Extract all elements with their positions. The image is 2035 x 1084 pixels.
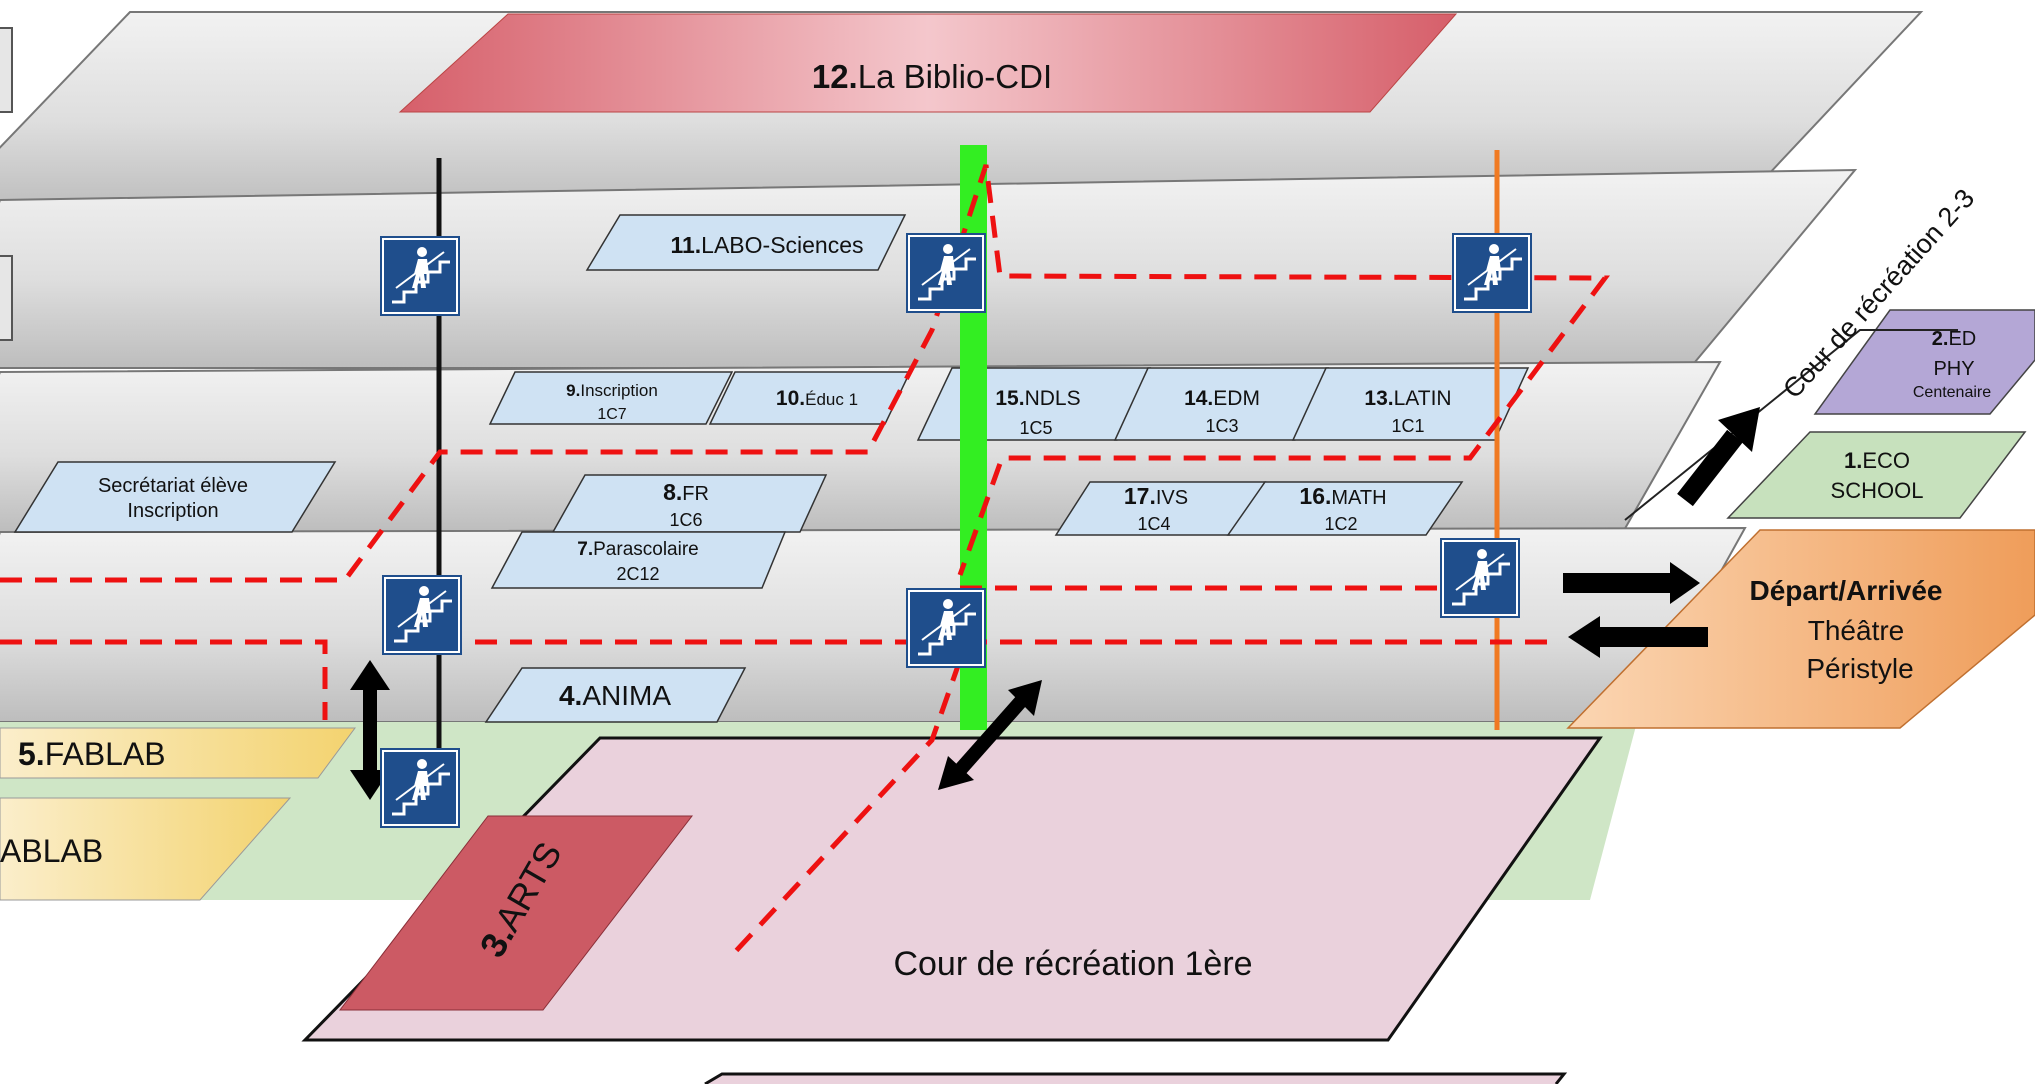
parascolaire-code: 2C12	[616, 564, 659, 584]
double-arrow-icon	[938, 680, 1042, 790]
fablab-lower-label: ABLAB	[0, 833, 103, 869]
ndls-label: 15.NDLS	[995, 387, 1080, 410]
depart-line3: Péristyle	[1806, 653, 1913, 684]
fablab-upper-label: 5.FABLAB	[18, 736, 166, 772]
stairs-person-icon	[904, 231, 988, 315]
secretariat-line2: Inscription	[127, 500, 218, 522]
arrow-up-right-icon	[1677, 407, 1760, 507]
labo-label: 11.LABO-Sciences	[670, 232, 863, 258]
room-ed-phy	[1813, 309, 2035, 415]
room-eco-school	[1726, 431, 2027, 519]
arrow-right-icon	[1563, 562, 1700, 604]
math-code: 1C2	[1324, 514, 1357, 534]
room-fr	[551, 474, 828, 533]
fr-label: 8.FR	[663, 479, 709, 505]
educ-label: 10.Éduc 1	[776, 387, 858, 410]
left-edge-box-top	[0, 27, 13, 113]
depart-title: Départ/Arrivée	[1750, 575, 1943, 606]
room-inscription	[488, 371, 734, 425]
room-math	[1226, 481, 1464, 536]
ivs-code: 1C4	[1137, 514, 1170, 534]
stairs-person-icon	[380, 573, 464, 657]
ed-phy-line2: PHY	[1933, 358, 1974, 380]
anima-label: 4.ANIMA	[559, 680, 671, 711]
room-fablab-upper	[0, 727, 356, 779]
inscription-code: 1C7	[597, 406, 626, 423]
stairs-person-icon	[1450, 231, 1534, 315]
depart-line2: Théâtre	[1808, 615, 1905, 646]
edm-code: 1C3	[1205, 416, 1238, 436]
stairs-person-icon	[378, 234, 462, 318]
stairs-person-icon	[378, 746, 462, 830]
arrow-left-icon	[1568, 616, 1708, 658]
edm-label: 14.EDM	[1184, 387, 1260, 410]
bottom-edge-next-floor	[704, 1072, 1568, 1084]
ed-phy-line3: Centenaire	[1913, 384, 1991, 401]
room-parascolaire	[490, 531, 787, 589]
latin-code: 1C1	[1391, 416, 1424, 436]
eco-school-line2: SCHOOL	[1831, 478, 1924, 503]
left-edge-box-second	[0, 255, 13, 341]
room-anima	[484, 667, 747, 723]
math-label: 16.MATH	[1299, 483, 1386, 509]
room-depart	[1566, 529, 2035, 729]
eco-school-label: 1.ECO	[1844, 448, 1910, 473]
room-biblio	[398, 13, 1458, 113]
inscription-label: 9.Inscription	[566, 381, 658, 400]
ndls-code: 1C5	[1019, 418, 1052, 438]
evacuation-route	[0, 164, 1610, 954]
ed-phy-label: 2.ED	[1932, 328, 1976, 350]
stairs-person-icon	[904, 586, 988, 670]
room-arts	[338, 815, 694, 1011]
courtyard-2-3-edge	[1624, 329, 1958, 521]
secretariat-line1: Secrétariat élève	[98, 475, 248, 497]
latin-label: 13.LATIN	[1364, 387, 1451, 410]
room-fablab-lower	[0, 797, 292, 901]
stairs-person-icon	[1438, 536, 1522, 620]
room-secretariat	[13, 461, 337, 533]
ivs-label: 17.IVS	[1124, 483, 1188, 509]
cour-1ere-label: Cour de récréation 1ère	[893, 945, 1252, 983]
biblio-label: 12.La Biblio-CDI	[812, 58, 1052, 95]
parascolaire-label: 7.Parascolaire	[577, 539, 698, 560]
fr-code: 1C6	[669, 510, 702, 530]
room-labo	[585, 214, 907, 271]
